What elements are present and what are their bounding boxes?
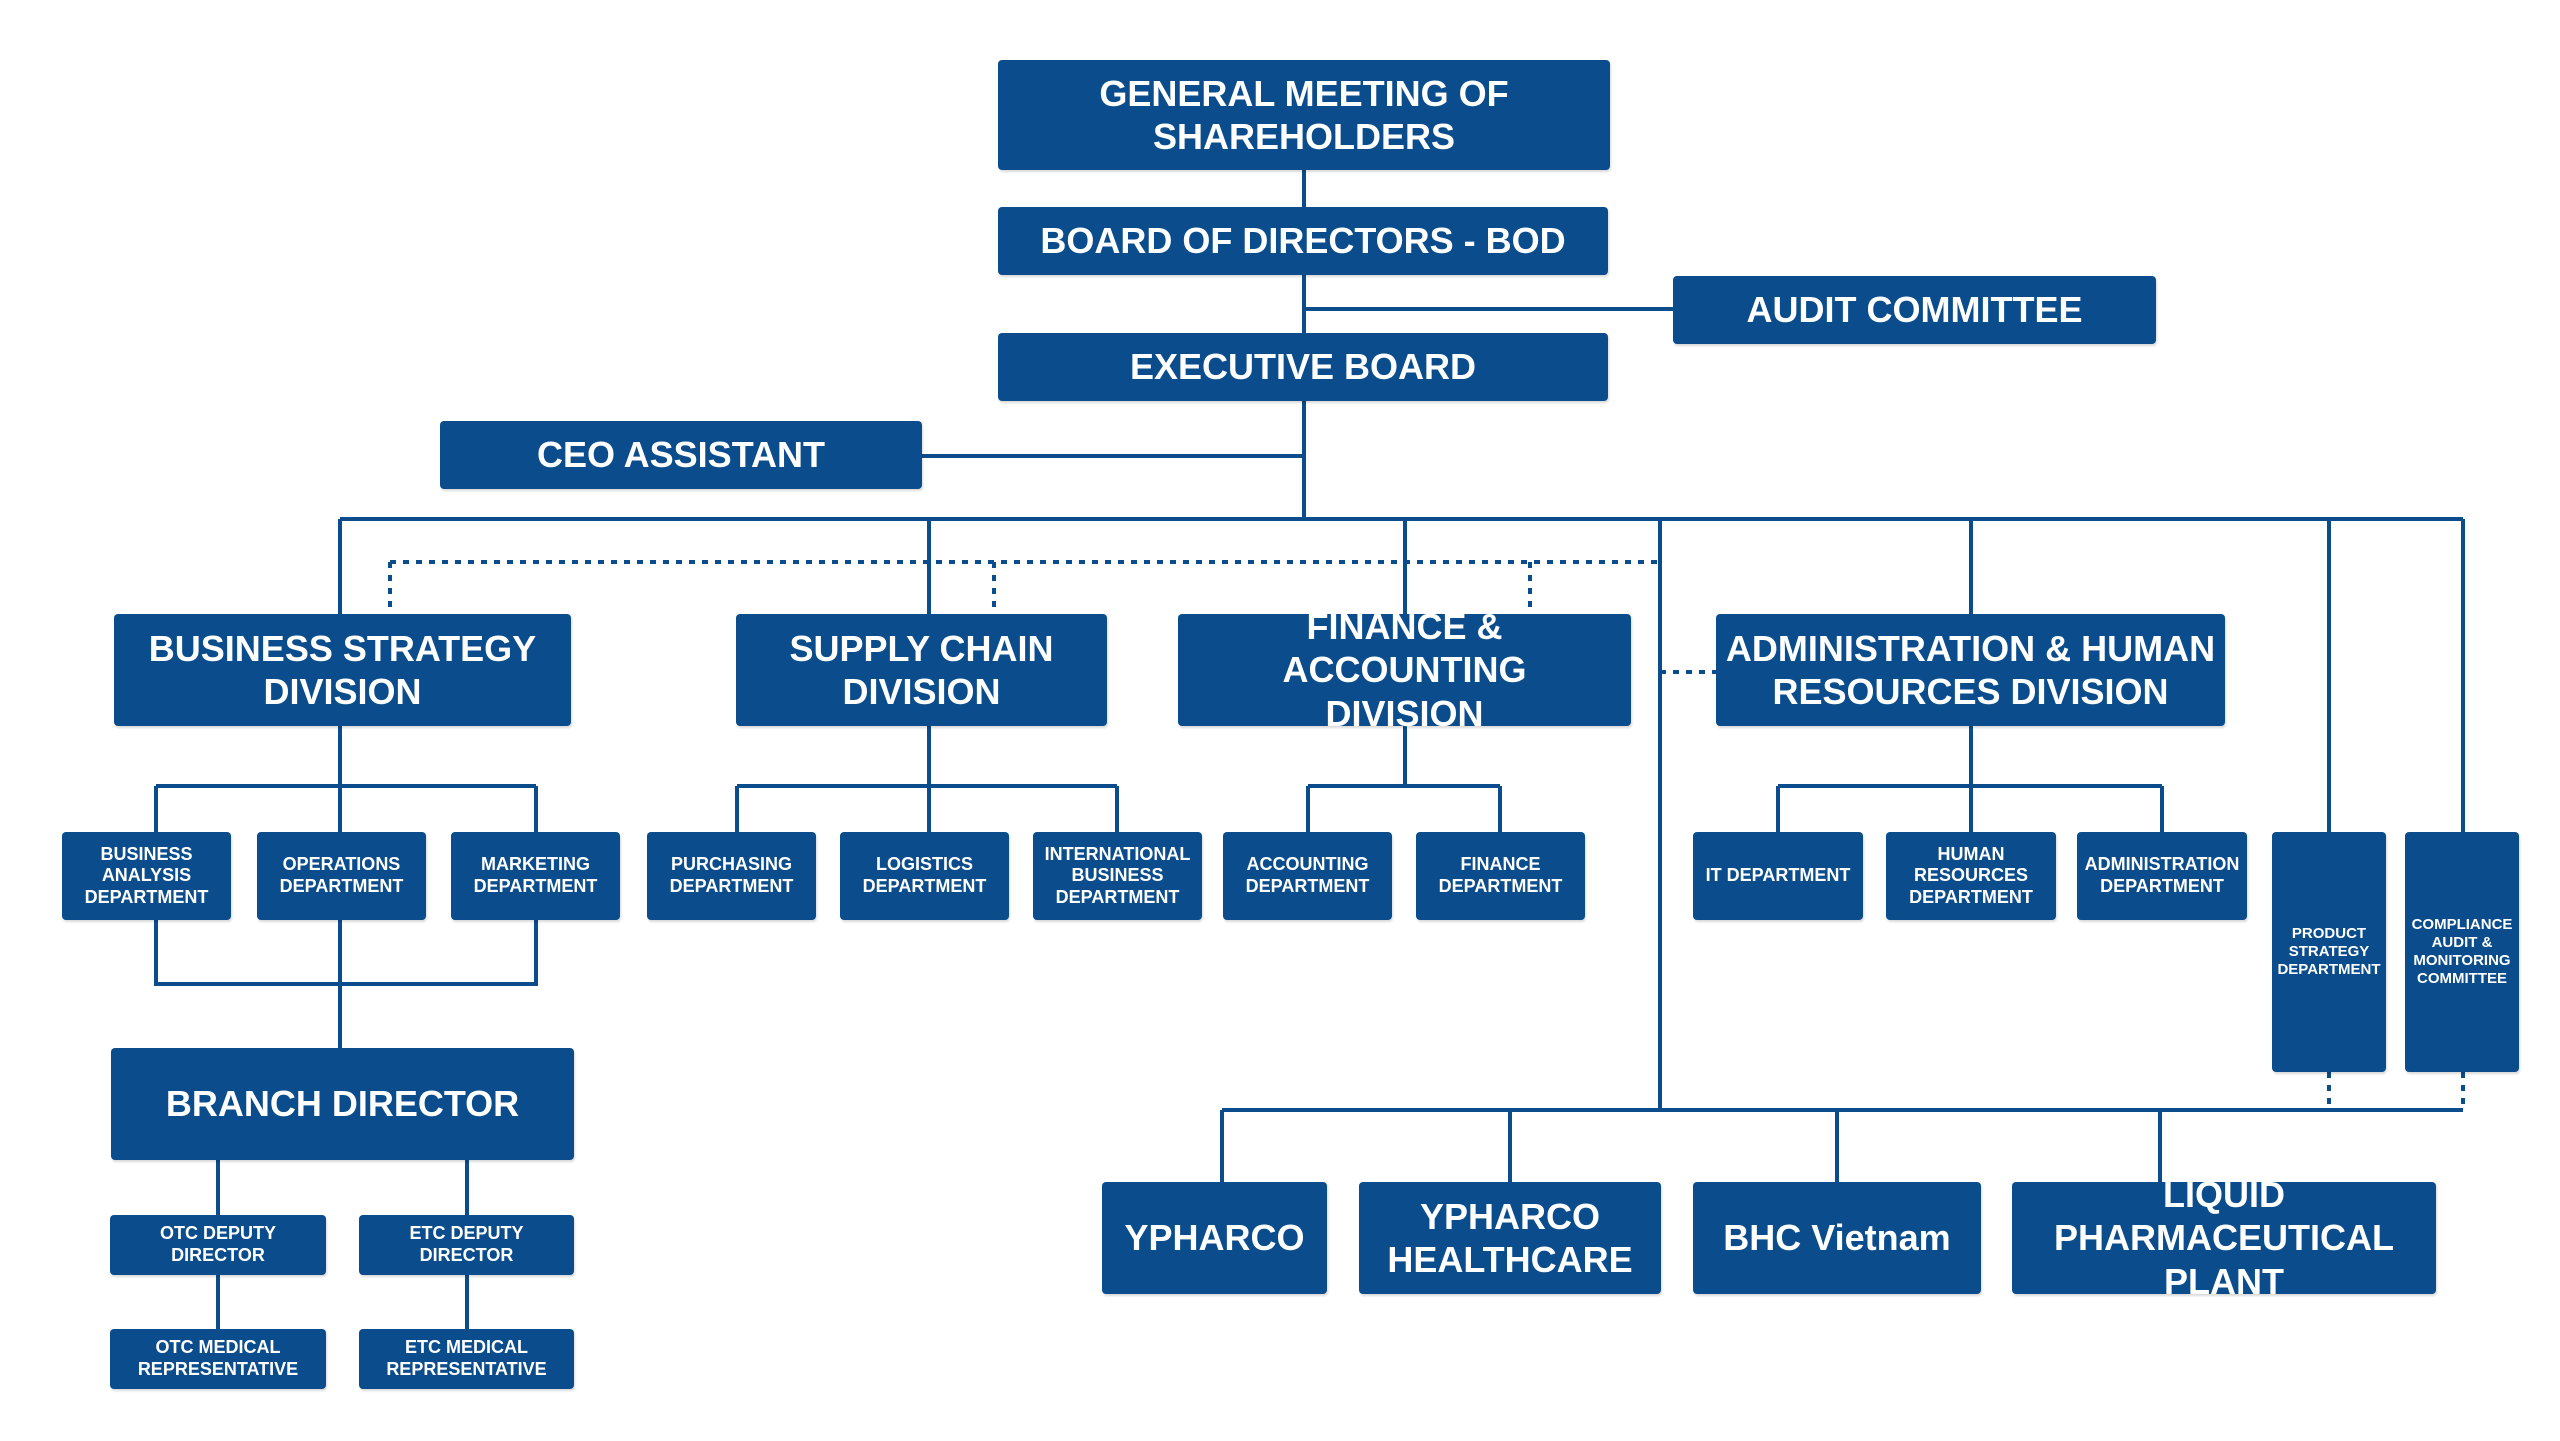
general-meeting-box: GENERAL MEETING OF SHAREHOLDERS <box>998 60 1610 170</box>
ceo-assistant-box: CEO ASSISTANT <box>440 421 922 489</box>
business-strategy-division-box: BUSINESS STRATEGY DIVISION <box>114 614 571 726</box>
human-resources-department-box: HUMAN RESOURCES DEPARTMENT <box>1886 832 2056 920</box>
finance-accounting-division-box: FINANCE & ACCOUNTING DIVISION <box>1178 606 1631 734</box>
product-strategy-department-box: PRODUCT STRATEGY DEPARTMENT <box>2272 832 2386 1072</box>
accounting-department-box: ACCOUNTING DEPARTMENT <box>1223 832 1392 920</box>
audit-committee-box: AUDIT COMMITTEE <box>1673 276 2156 344</box>
it-department-box: IT DEPARTMENT <box>1693 832 1863 920</box>
otc-deputy-director-box: OTC DEPUTY DIRECTOR <box>110 1215 326 1275</box>
etc-deputy-director-box: ETC DEPUTY DIRECTOR <box>359 1215 574 1275</box>
liquid-pharmaceutical-plant-box: LIQUID PHARMACEUTICAL PLANT <box>2012 1174 2436 1302</box>
etc-medical-representative-box: ETC MEDICAL REPRESENTATIVE <box>359 1329 574 1389</box>
marketing-department-box: MARKETING DEPARTMENT <box>451 832 620 920</box>
ypharco-healthcare-box: YPHARCO HEALTHCARE <box>1359 1182 1661 1294</box>
executive-board-box: EXECUTIVE BOARD <box>998 333 1608 401</box>
finance-department-box: FINANCE DEPARTMENT <box>1416 832 1585 920</box>
compliance-committee-box: COMPLIANCE AUDIT & MONITORING COMMITTEE <box>2405 832 2519 1072</box>
board-of-directors-box: BOARD OF DIRECTORS - BOD <box>998 207 1608 275</box>
branch-director-box: BRANCH DIRECTOR <box>111 1048 574 1160</box>
admin-hr-division-box: ADMINISTRATION & HUMAN RESOURCES DIVISIO… <box>1716 614 2225 726</box>
operations-department-box: OPERATIONS DEPARTMENT <box>257 832 426 920</box>
supply-chain-division-box: SUPPLY CHAIN DIVISION <box>736 614 1107 726</box>
international-business-department-box: INTERNATIONAL BUSINESS DEPARTMENT <box>1033 832 1202 920</box>
logistics-department-box: LOGISTICS DEPARTMENT <box>840 832 1009 920</box>
otc-medical-representative-box: OTC MEDICAL REPRESENTATIVE <box>110 1329 326 1389</box>
bhc-vietnam-box: BHC Vietnam <box>1693 1182 1981 1294</box>
administration-department-box: ADMINISTRATION DEPARTMENT <box>2077 832 2247 920</box>
ypharco-box: YPHARCO <box>1102 1182 1327 1294</box>
connector-line <box>154 920 538 986</box>
purchasing-department-box: PURCHASING DEPARTMENT <box>647 832 816 920</box>
business-analysis-department-box: BUSINESS ANALYSIS DEPARTMENT <box>62 832 231 920</box>
